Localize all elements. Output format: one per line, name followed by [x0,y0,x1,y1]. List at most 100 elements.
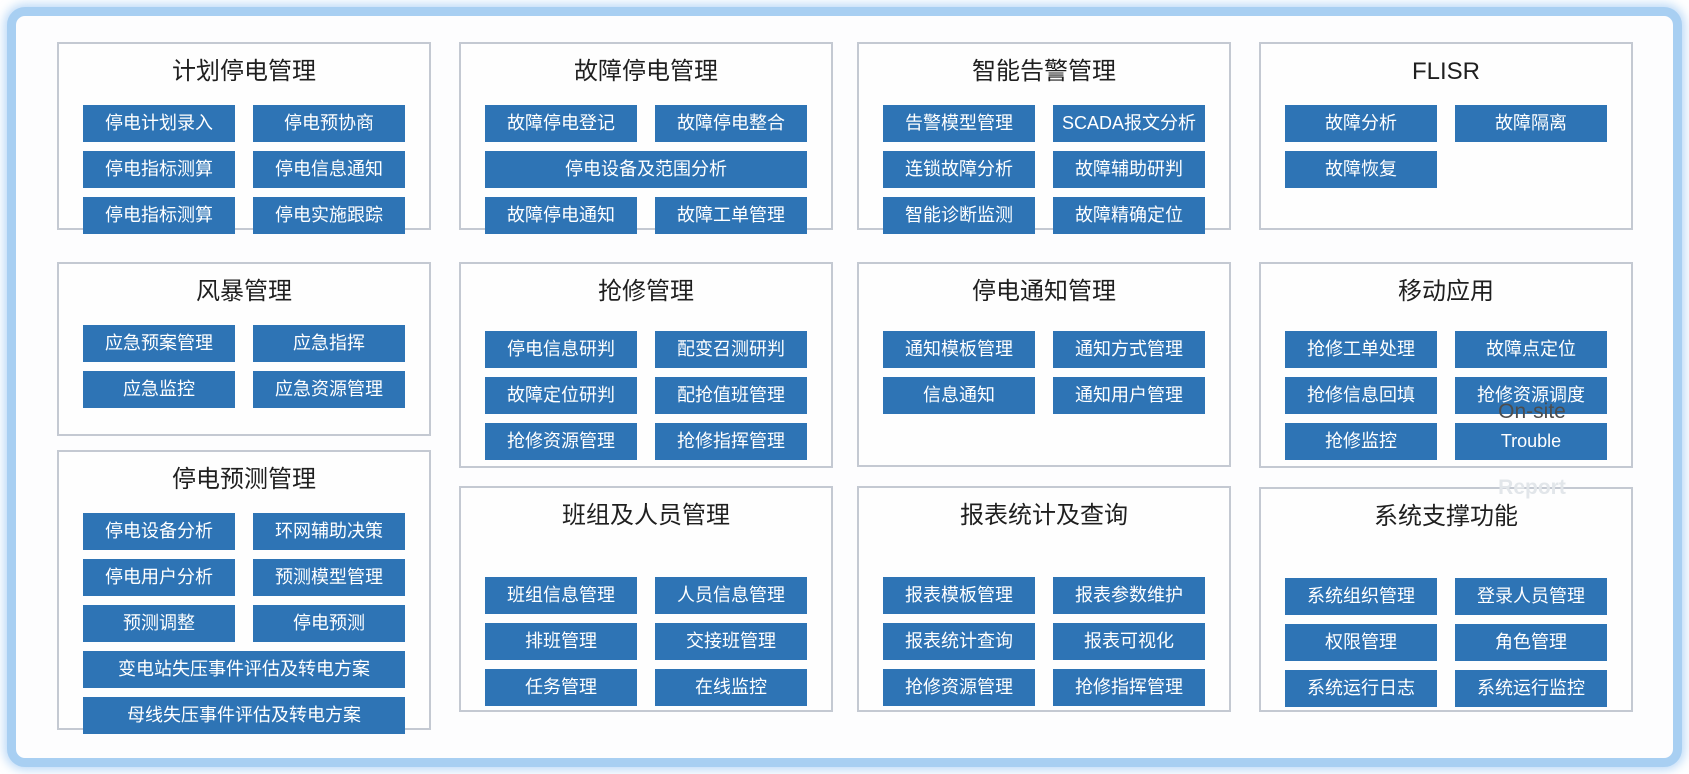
module-button[interactable]: 预测模型管理 [253,558,405,596]
module-button[interactable]: 母线失压事件评估及转电方案 [83,696,405,734]
module-button[interactable]: 抢修指挥管理 [1053,668,1205,706]
module-button[interactable]: 环网辅助决策 [253,512,405,550]
module-button[interactable]: 应急指挥 [253,324,405,362]
panel-intelligent-alarm-management: 智能告警管理 告警模型管理 SCADA报文分析 连锁故障分析 故障辅助研判 智能… [857,42,1231,234]
module-button[interactable]: 应急预案管理 [83,324,235,362]
module-button[interactable]: 停电设备及范围分析 [485,150,807,188]
panel-title: 故障停电管理 [574,58,718,85]
module-button[interactable]: 停电用户分析 [83,558,235,596]
module-button[interactable]: 停电预测 [253,604,405,642]
module-button[interactable]: 智能诊断监测 [883,196,1035,234]
module-button-grid: 停电设备分析 环网辅助决策 停电用户分析 预测模型管理 预测调整 停电预测 变电… [83,512,405,734]
panel-title: 计划停电管理 [172,58,316,85]
module-button[interactable]: 故障停电通知 [485,196,637,234]
module-button[interactable]: 告警模型管理 [883,104,1035,142]
module-button[interactable]: 人员信息管理 [655,576,807,614]
overlay-text-report: Report [1498,476,1566,499]
module-button[interactable]: 故障隔离 [1455,104,1607,142]
module-button-grid: 系统组织管理 登录人员管理 权限管理 角色管理 系统运行日志 系统运行监控 [1285,577,1607,707]
module-button-grid: 应急预案管理 应急指挥 应急监控 应急资源管理 [83,324,405,408]
module-button[interactable]: 停电预协商 [253,104,405,142]
panel-title: 风暴管理 [196,278,292,305]
module-button[interactable]: 权限管理 [1285,623,1437,661]
module-button[interactable]: 抢修信息回填 [1285,376,1437,414]
module-button[interactable]: 停电信息研判 [485,330,637,368]
module-button[interactable]: 报表统计查询 [883,622,1035,660]
module-button[interactable]: 连锁故障分析 [883,150,1035,188]
module-button[interactable]: 停电设备分析 [83,512,235,550]
module-button[interactable]: Trouble [1455,422,1607,460]
panel-outage-notification-management: 停电通知管理 通知模板管理 通知方式管理 信息通知 通知用户管理 [857,262,1231,467]
module-button[interactable]: 系统运行监控 [1455,669,1607,707]
module-button[interactable]: 通知方式管理 [1053,330,1205,368]
module-button[interactable]: 预测调整 [83,604,235,642]
module-button[interactable]: 抢修指挥管理 [655,422,807,460]
module-button[interactable]: 角色管理 [1455,623,1607,661]
panel-title: 班组及人员管理 [562,502,730,529]
module-button[interactable]: SCADA报文分析 [1053,104,1205,142]
module-button-grid: 报表模板管理 报表参数维护 报表统计查询 报表可视化 抢修资源管理 抢修指挥管理 [883,576,1205,706]
module-button[interactable]: 系统组织管理 [1285,577,1437,615]
module-button[interactable]: 故障点定位 [1455,330,1607,368]
module-button[interactable]: 应急监控 [83,370,235,408]
module-button-grid: 故障停电登记 故障停电整合 停电设备及范围分析 故障停电通知 故障工单管理 [485,104,807,234]
panel-fault-outage-management: 故障停电管理 故障停电登记 故障停电整合 停电设备及范围分析 故障停电通知 故障… [459,42,833,234]
panel-title: 系统支撑功能 [1374,503,1518,530]
module-button[interactable]: 在线监控 [655,668,807,706]
module-button[interactable]: 配抢值班管理 [655,376,807,414]
module-button[interactable]: 变电站失压事件评估及转电方案 [83,650,405,688]
panel-report-statistics-query: 报表统计及查询 报表模板管理 报表参数维护 报表统计查询 报表可视化 抢修资源管… [857,486,1231,712]
panel-title: 智能告警管理 [972,58,1116,85]
module-button[interactable]: 报表可视化 [1053,622,1205,660]
panel-title: FLISR [1411,58,1480,85]
panel-storm-management: 风暴管理 应急预案管理 应急指挥 应急监控 应急资源管理 [57,262,431,436]
module-button[interactable]: 登录人员管理 [1455,577,1607,615]
module-button[interactable]: 抢修资源管理 [485,422,637,460]
module-button[interactable]: 班组信息管理 [485,576,637,614]
module-button[interactable]: 信息通知 [883,376,1035,414]
module-button[interactable]: 交接班管理 [655,622,807,660]
panel-title: 移动应用 [1398,278,1494,305]
module-button-grid: 停电信息研判 配变召测研判 故障定位研判 配抢值班管理 抢修资源管理 抢修指挥管… [485,330,807,460]
module-button[interactable]: 排班管理 [485,622,637,660]
module-button[interactable]: 通知模板管理 [883,330,1035,368]
module-button[interactable]: 报表参数维护 [1053,576,1205,614]
module-button[interactable]: 停电信息通知 [253,150,405,188]
module-button[interactable]: 抢修资源调度 [1455,376,1607,414]
module-button[interactable]: 故障停电登记 [485,104,637,142]
module-button[interactable]: 故障辅助研判 [1053,150,1205,188]
overlay-text-on-site: On-site [1498,400,1566,423]
panel-repair-management: 抢修管理 停电信息研判 配变召测研判 故障定位研判 配抢值班管理 抢修资源管理 … [459,262,833,468]
module-button[interactable]: 停电计划录入 [83,104,235,142]
module-button[interactable]: 配变召测研判 [655,330,807,368]
module-button-grid: 停电计划录入 停电预协商 停电指标测算 停电信息通知 停电指标测算 停电实施跟踪 [83,104,405,234]
module-button[interactable]: 通知用户管理 [1053,376,1205,414]
module-button[interactable]: 系统运行日志 [1285,669,1437,707]
module-button[interactable]: 停电实施跟踪 [253,196,405,234]
module-button[interactable]: 故障精确定位 [1053,196,1205,234]
module-button[interactable]: 任务管理 [485,668,637,706]
module-button[interactable]: 抢修监控 [1285,422,1437,460]
module-button[interactable]: 故障定位研判 [485,376,637,414]
module-button[interactable]: 停电指标测算 [83,196,235,234]
module-button-grid: 抢修工单处理 故障点定位 抢修信息回填 抢修资源调度 抢修监控 Trouble [1285,330,1607,460]
module-button[interactable]: 故障工单管理 [655,196,807,234]
module-button-grid: 班组信息管理 人员信息管理 排班管理 交接班管理 任务管理 在线监控 [485,576,807,706]
module-button[interactable]: 故障恢复 [1285,150,1437,188]
module-button[interactable]: 停电指标测算 [83,150,235,188]
panel-title: 停电预测管理 [172,466,316,493]
panel-mobile-application: 移动应用 抢修工单处理 故障点定位 抢修信息回填 抢修资源调度 抢修监控 Tro… [1259,262,1633,499]
module-button-grid: 通知模板管理 通知方式管理 信息通知 通知用户管理 [883,330,1205,414]
panel-planned-outage-management: 计划停电管理 停电计划录入 停电预协商 停电指标测算 停电信息通知 停电指标测算… [57,42,431,234]
module-button[interactable]: 抢修资源管理 [883,668,1035,706]
module-button[interactable]: 故障分析 [1285,104,1437,142]
module-button[interactable]: 抢修工单处理 [1285,330,1437,368]
panel-outage-forecast-management: 停电预测管理 停电设备分析 环网辅助决策 停电用户分析 预测模型管理 预测调整 … [57,450,431,734]
module-button[interactable]: 应急资源管理 [253,370,405,408]
panel-title: 抢修管理 [598,278,694,305]
panel-title: 报表统计及查询 [960,502,1128,529]
module-button[interactable]: 报表模板管理 [883,576,1035,614]
module-button-grid: 告警模型管理 SCADA报文分析 连锁故障分析 故障辅助研判 智能诊断监测 故障… [883,104,1205,234]
module-button[interactable]: 故障停电整合 [655,104,807,142]
